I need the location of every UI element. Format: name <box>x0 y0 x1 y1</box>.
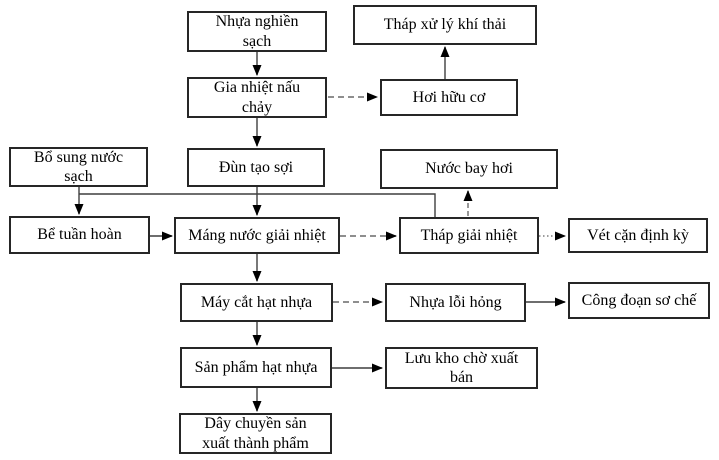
node-luu-kho-cho-xuat-ban: Lưu kho chờ xuất bán <box>385 347 538 389</box>
node-dun-tao-soi: Đùn tạo sợi <box>187 148 325 187</box>
node-label: Máng nước giải nhiệt <box>188 226 326 244</box>
node-label: Đùn tạo sợi <box>218 158 294 176</box>
node-thap-giai-nhiet: Tháp giải nhiệt <box>399 217 539 254</box>
node-thap-xu-ly-khi-thai: Tháp xử lý khí thải <box>353 5 537 45</box>
node-nuoc-bay-hoi: Nước bay hơi <box>380 149 558 189</box>
edge-thap-giai-nhiet-to-be-tuan-hoan <box>79 193 436 217</box>
node-label: Nhựa lỗi hỏng <box>409 293 502 311</box>
node-label: Hơi hữu cơ <box>412 88 486 106</box>
node-label: Máy cắt hạt nhựa <box>200 293 313 311</box>
node-day-chuyen-san-xuat-thanh-pham: Dây chuyền sản xuất thành phẩm <box>179 413 332 454</box>
node-san-pham-hat-nhua: Sản phẩm hạt nhựa <box>180 347 332 388</box>
node-nhua-loi-hong: Nhựa lỗi hỏng <box>385 283 526 322</box>
node-label: Tháp giải nhiệt <box>420 226 518 244</box>
node-be-tuan-hoan: Bể tuần hoàn <box>9 216 150 254</box>
node-cong-doan-so-che: Công đoạn sơ chế <box>568 282 710 319</box>
node-nhua-nghien-sach: Nhựa nghiền sạch <box>187 11 327 52</box>
node-label: Bể tuần hoàn <box>37 226 122 244</box>
node-label: Bổ sung nước sạch <box>33 148 124 185</box>
node-label: Gia nhiệt nấu chảy <box>213 79 301 116</box>
node-label: Tháp xử lý khí thải <box>383 16 507 34</box>
node-label: Công đoạn sơ chế <box>581 291 697 309</box>
node-mang-nuoc-giai-nhiet: Máng nước giải nhiệt <box>174 217 340 254</box>
node-label: Nước bay hơi <box>425 160 513 178</box>
node-may-cat-hat-nhua: Máy cắt hạt nhựa <box>180 283 333 322</box>
node-label: Lưu kho chờ xuất bán <box>404 349 519 386</box>
node-gia-nhiet-nau-chay: Gia nhiệt nấu chảy <box>187 77 327 118</box>
node-vet-can-dinh-ky: Vét cặn định kỳ <box>568 218 708 253</box>
node-label: Nhựa nghiền sạch <box>215 13 299 50</box>
node-bo-sung-nuoc-sach: Bổ sung nước sạch <box>9 147 148 187</box>
node-label: Sản phẩm hạt nhựa <box>194 358 318 376</box>
node-hoi-huu-co: Hơi hữu cơ <box>380 79 518 116</box>
node-label: Dây chuyền sản xuất thành phẩm <box>202 415 309 452</box>
node-label: Vét cặn định kỳ <box>587 226 689 244</box>
